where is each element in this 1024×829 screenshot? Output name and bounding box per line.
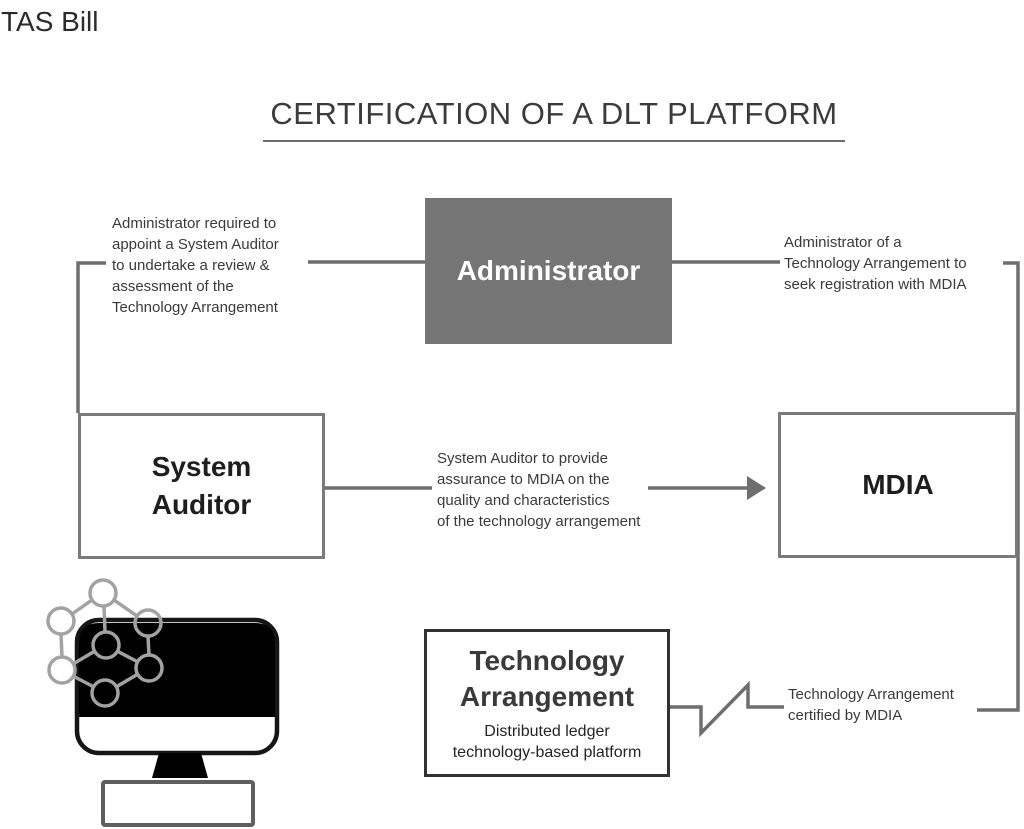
network-node bbox=[133, 608, 163, 638]
title-underline bbox=[263, 140, 845, 142]
network-node bbox=[46, 606, 76, 636]
network-node bbox=[90, 678, 120, 708]
dlt-platform-icon bbox=[46, 578, 280, 827]
technology-arrangement-sublabel: Distributed ledger technology-based plat… bbox=[452, 723, 642, 761]
note-admin-registration: Administrator of a Technology Arrangemen… bbox=[784, 234, 967, 293]
network-node bbox=[91, 630, 121, 660]
connector-note-to-system-auditor bbox=[76, 261, 106, 413]
mdia-box: MDIA bbox=[778, 412, 1018, 558]
network-node bbox=[134, 653, 164, 683]
note-ta-certified: Technology Arrangement certified by MDIA bbox=[788, 686, 954, 724]
mdia-label: MDIA bbox=[862, 469, 934, 500]
note-auditor-assurance: System Auditor to provide assurance to M… bbox=[437, 450, 641, 530]
technology-arrangement-box: Technology Arrangement Distributed ledge… bbox=[424, 629, 670, 777]
monitor-stand bbox=[152, 753, 208, 778]
tas-bill-label: TAS Bill bbox=[1, 6, 99, 37]
administrator-label: Administrator bbox=[456, 255, 641, 286]
administrator-box: Administrator bbox=[425, 198, 672, 344]
technology-arrangement-label: Technology Arrangement bbox=[459, 645, 635, 712]
monitor-screen bbox=[79, 623, 275, 717]
note-admin-appoint-auditor: Administrator required to appoint a Syst… bbox=[112, 215, 279, 316]
zigzag-connector bbox=[670, 680, 784, 738]
network-graph-icon bbox=[46, 578, 164, 708]
diagram-title: CERTIFICATION OF A DLT PLATFORM bbox=[270, 96, 838, 131]
network-node bbox=[88, 578, 118, 608]
monitor-icon bbox=[74, 617, 280, 827]
network-node bbox=[47, 655, 77, 685]
arrow-auditor-to-mdia-head bbox=[747, 476, 766, 500]
system-auditor-box: System Auditor bbox=[78, 413, 325, 559]
monitor-base bbox=[101, 780, 255, 827]
system-auditor-label: System Auditor bbox=[151, 451, 252, 520]
